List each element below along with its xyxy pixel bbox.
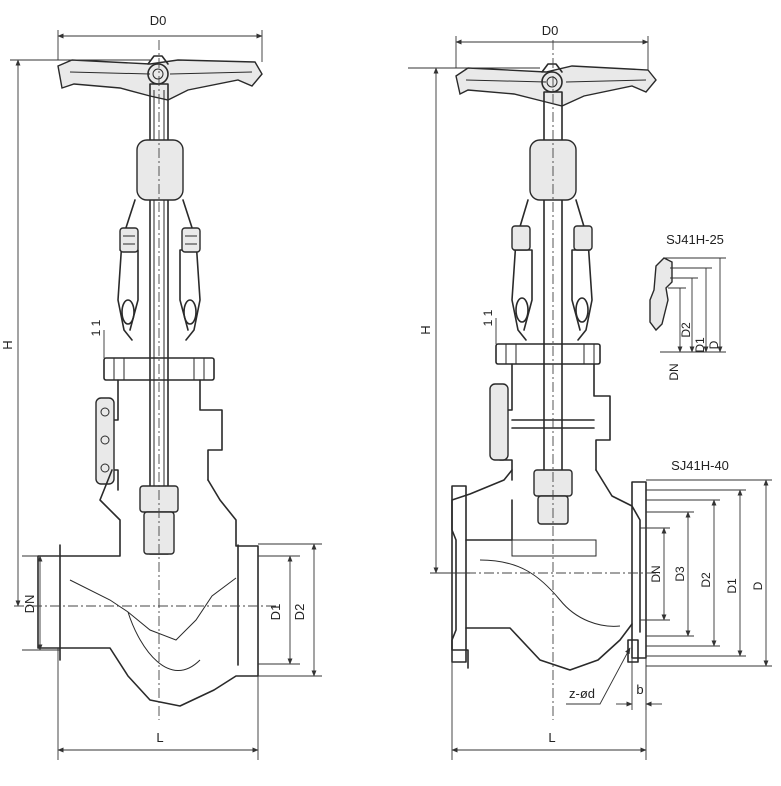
sj41h-25-label-d: D xyxy=(707,340,721,349)
sj41h-40-label-d3: D3 xyxy=(673,566,687,582)
right-bonnet xyxy=(489,363,611,481)
sj41h-40-label-d: D xyxy=(751,581,765,590)
left-label-d2: D2 xyxy=(292,604,307,621)
right-dim-b-zd xyxy=(566,639,662,710)
left-dim-h xyxy=(10,59,150,607)
sj41h-25-title: SJ41H-25 xyxy=(666,232,724,247)
left-bonnet-bolts xyxy=(103,357,215,381)
right-yoke xyxy=(511,199,593,341)
left-yoke-nut xyxy=(136,139,184,201)
right-label-h: H xyxy=(418,325,433,334)
left-dim-d1-d2 xyxy=(258,543,322,677)
sj41h-25-label-d2: D2 xyxy=(679,322,693,338)
right-label-thread: 1 1 xyxy=(481,309,495,326)
right-label-b: b xyxy=(636,682,643,697)
sj41h-25-detail xyxy=(649,257,726,353)
right-gland-bolts xyxy=(511,225,593,251)
sj41h-25-label-d1: D1 xyxy=(693,337,707,353)
left-dim-dn xyxy=(22,555,60,651)
right-valve-view: D0 H L 1 1 b z-ød SJ41H-25 DN D2 D1 D SJ… xyxy=(408,23,772,760)
left-yoke xyxy=(117,199,201,341)
left-dim-l xyxy=(57,648,259,760)
sj41h-40-label-d1: D1 xyxy=(725,578,739,594)
sj41h-25-label-dn: DN xyxy=(667,363,681,380)
right-handwheel xyxy=(455,63,657,107)
left-gland-bolts xyxy=(119,227,201,253)
left-handwheel xyxy=(57,55,263,101)
left-center-lines xyxy=(14,40,280,720)
right-dim-sj41h-40 xyxy=(640,479,772,667)
left-valve-view: D0 H DN D1 D2 L 1 1 xyxy=(0,13,322,760)
sj41h-40-label-d2: D2 xyxy=(699,572,713,588)
right-label-l: L xyxy=(548,730,555,745)
left-dim-d0 xyxy=(57,30,263,62)
left-bonnet xyxy=(95,379,223,491)
left-label-h: H xyxy=(0,340,15,349)
right-label-d0: D0 xyxy=(542,23,559,38)
right-bonnet-bolts xyxy=(495,343,601,365)
left-label-dn: DN xyxy=(22,595,37,614)
right-dim-d0 xyxy=(455,36,649,70)
right-dim-h xyxy=(408,67,540,574)
right-label-zd: z-ød xyxy=(569,686,595,701)
sj41h-40-title: SJ41H-40 xyxy=(671,458,729,473)
left-label-l: L xyxy=(156,730,163,745)
right-body xyxy=(451,469,647,671)
left-label-d0: D0 xyxy=(150,13,167,28)
left-label-thread: 1 1 xyxy=(89,319,103,336)
sj41h-40-label-dn: DN xyxy=(649,565,663,582)
left-label-d1: D1 xyxy=(268,604,283,621)
